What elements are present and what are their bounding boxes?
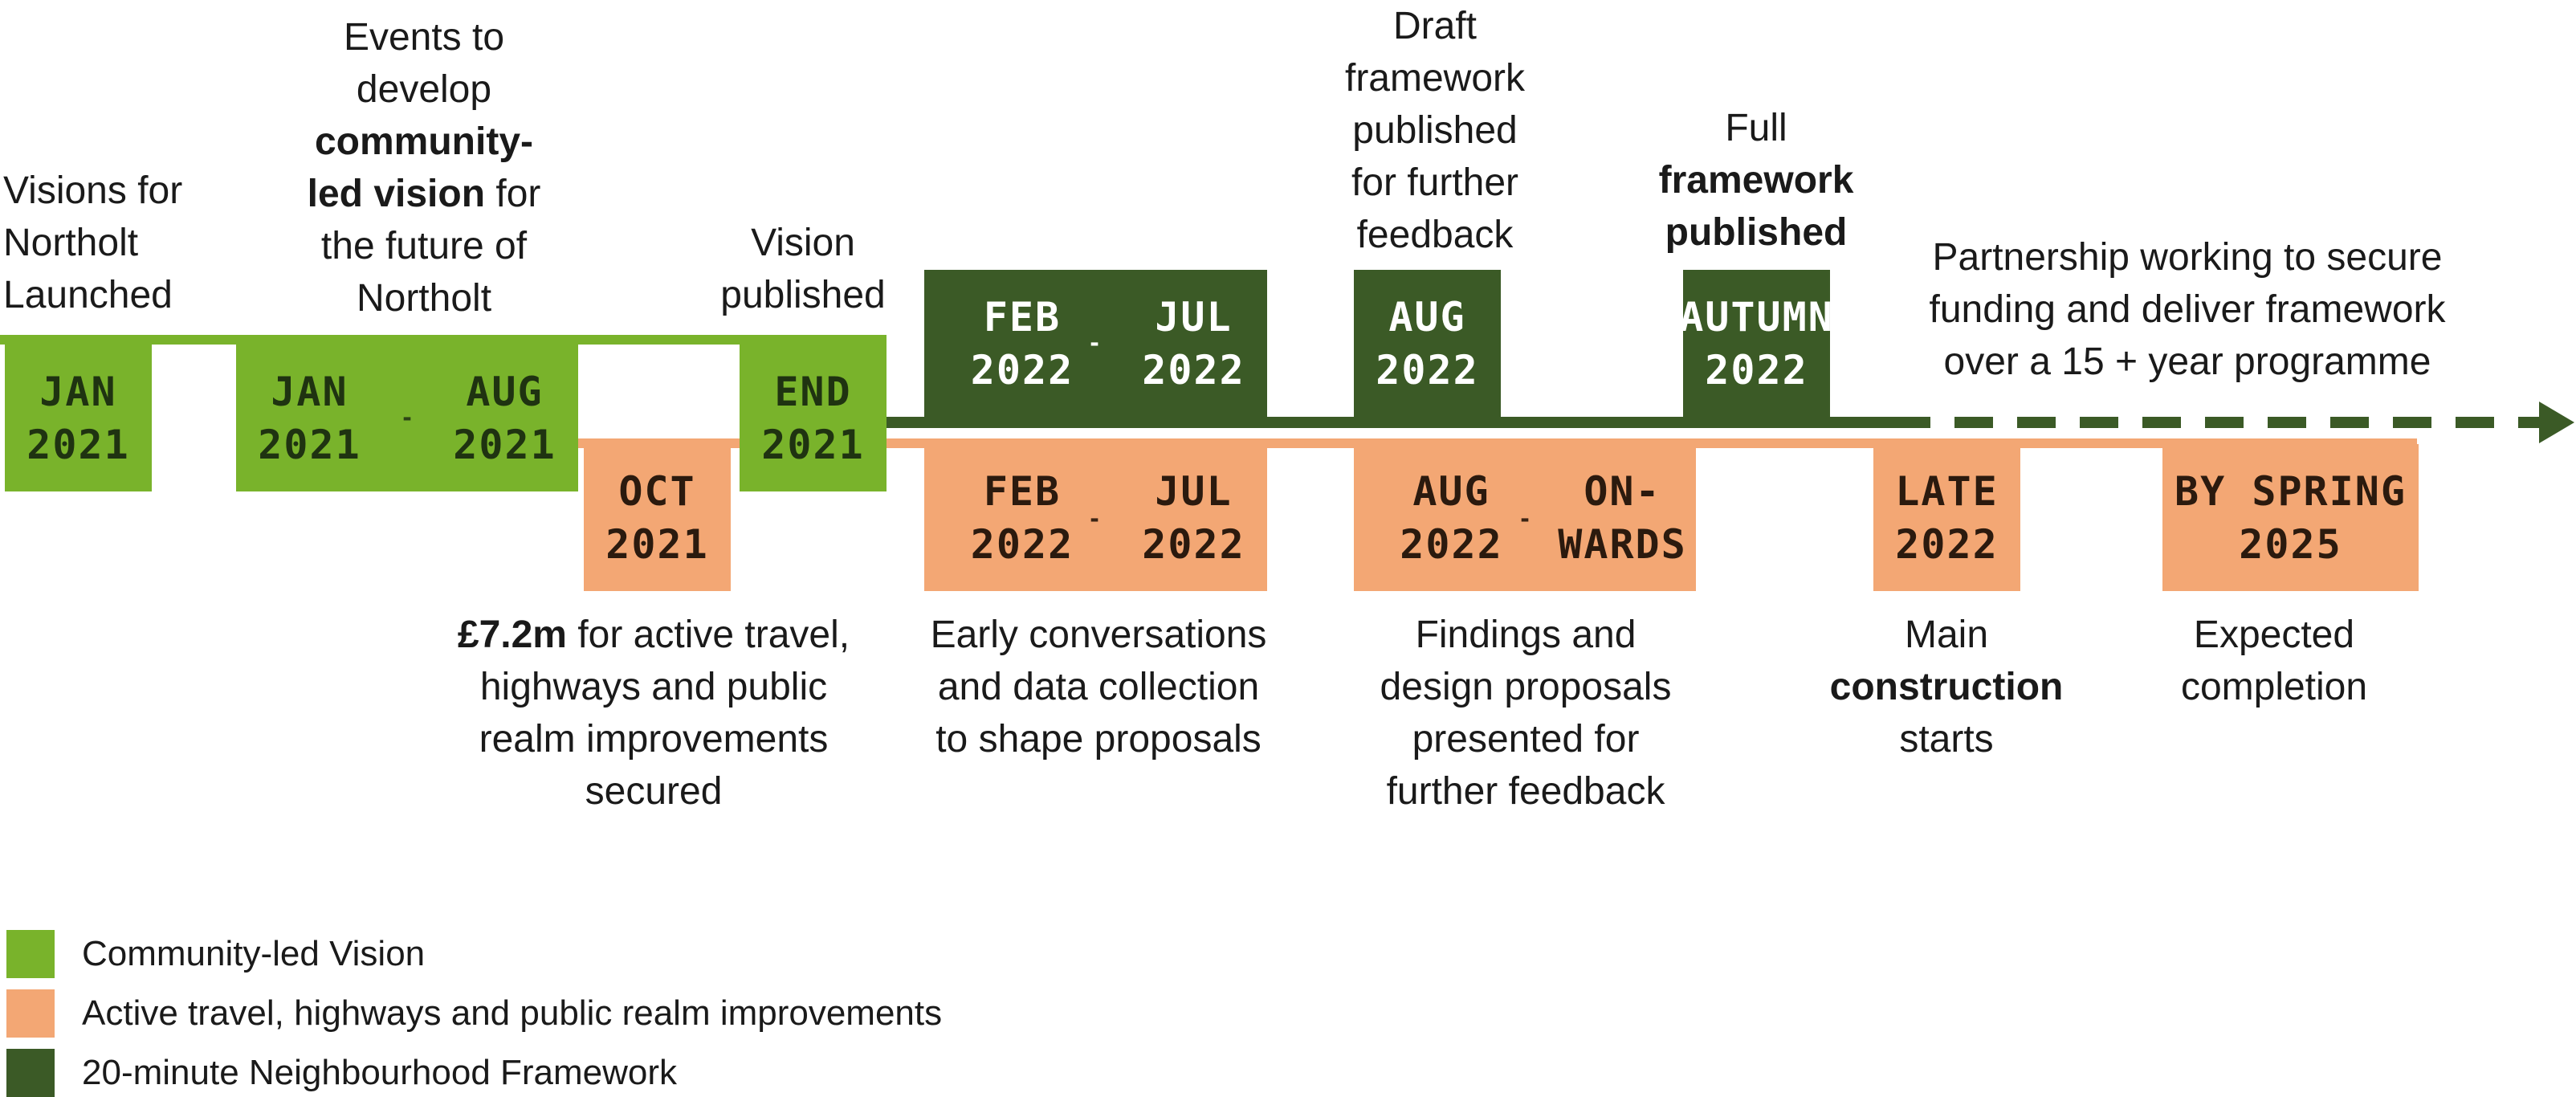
box-autumn-2022: AUTUMN 2022 [1679, 270, 1832, 417]
early-conversations-label: Early conversations and data collection … [930, 614, 1267, 761]
box-range-gap-community [383, 345, 431, 491]
range-separator: - [1520, 503, 1530, 534]
range-separator: - [1090, 503, 1099, 534]
legend-swatch-framework [6, 1049, 55, 1097]
framework-timeline-line [887, 417, 1894, 428]
partnership-label: Partnership working to secure funding an… [1929, 236, 2446, 383]
box-by-spring-2025: BY SPRING 2025 [2162, 444, 2419, 591]
vision-published-label: Vision published [720, 222, 886, 316]
visions-launched-label: Visions for Northolt Launched [3, 169, 183, 316]
range-separator: - [402, 402, 412, 433]
box-onwards: ON- WARDS [1549, 444, 1696, 591]
funding-label: £7.2m for active travel, highways and pu… [457, 614, 850, 813]
framework-dashed-arrow [1892, 402, 2574, 443]
legend-label-community: Community-led Vision [82, 934, 426, 973]
box-aug-2021: AUG 2021 [431, 345, 578, 491]
box-jul-2022-framework: JUL 2022 [1120, 270, 1267, 417]
legend-swatch-active-travel [6, 989, 55, 1038]
box-aug-2022-active: AUG 2022 [1354, 444, 1549, 591]
completion-label: Expected completion [2180, 614, 2368, 708]
box-jan-2021: JAN 2021 [5, 345, 152, 491]
range-separator: - [1090, 327, 1099, 358]
events-label: Events to develop community- led vision … [307, 16, 541, 320]
community-timeline-line [0, 335, 887, 345]
box-feb-2022-framework: FEB 2022 [924, 270, 1120, 417]
box-jan-2021-range-start: JAN 2021 [236, 345, 383, 491]
box-aug-2022-framework: AUG 2022 [1354, 270, 1501, 417]
findings-label: Findings and design proposals presented … [1380, 614, 1672, 813]
box-oct-2021: OCT 2021 [584, 444, 731, 591]
legend-label-active-travel: Active travel, highways and public realm… [82, 993, 943, 1033]
legend-swatch-community [6, 930, 55, 978]
box-late-2022: LATE 2022 [1873, 444, 2020, 591]
full-framework-label: Full framework published [1658, 107, 1854, 254]
construction-label: Main construction starts [1829, 614, 2064, 761]
box-end-2021: END 2021 [740, 345, 887, 491]
draft-framework-label: Draft framework published for further fe… [1344, 5, 1526, 256]
legend-label-framework: 20-minute Neighbourhood Framework [82, 1053, 678, 1092]
box-feb-2022-active: FEB 2022 [924, 444, 1120, 591]
box-jul-2022-active: JUL 2022 [1120, 444, 1267, 591]
